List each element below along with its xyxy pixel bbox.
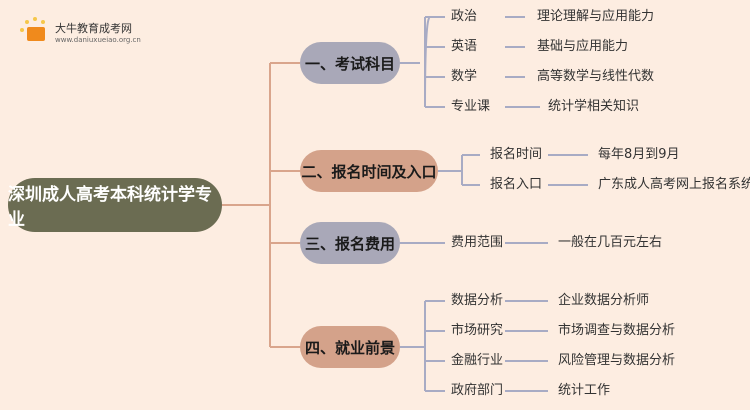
leaf-label: 政治 — [451, 9, 478, 24]
leaf-value: 企业数据分析师 — [558, 293, 650, 308]
leaf-value: 每年8月到9月 — [598, 147, 680, 162]
leaf-value: 高等数学与线性代数 — [537, 69, 655, 84]
leaf-value: 市场调查与数据分析 — [558, 323, 676, 338]
leaf-label: 数据分析 — [451, 293, 504, 308]
leaf-label: 费用范围 — [451, 235, 504, 250]
leaf-label: 英语 — [451, 39, 478, 54]
leaf-value: 一般在几百元左右 — [558, 235, 663, 250]
branch-career: 四、就业前景 — [300, 326, 400, 368]
logo-url: www.daniuxueiao.org.cn — [55, 36, 141, 44]
branch-fees: 三、报名费用 — [300, 222, 400, 264]
leaf-value: 广东成人高考网上报名系统 — [598, 177, 750, 192]
leaf-value: 基础与应用能力 — [537, 39, 629, 54]
leaf-label: 金融行业 — [451, 353, 504, 368]
leaf-value: 统计学相关知识 — [548, 99, 640, 114]
branch-registration: 二、报名时间及入口 — [300, 150, 438, 192]
root-node: 深圳成人高考本科统计学专业 — [8, 178, 222, 232]
leaf-value: 统计工作 — [558, 383, 611, 398]
branch-exam-subjects: 一、考试科目 — [300, 42, 400, 84]
leaf-label: 政府部门 — [451, 383, 504, 398]
leaf-label: 专业课 — [451, 99, 491, 114]
logo-icon — [20, 17, 45, 41]
leaf-label: 报名入口 — [490, 177, 543, 192]
leaf-label: 数学 — [451, 69, 478, 84]
logo-name: 大牛教育成考网 — [55, 22, 132, 35]
leaf-label: 市场研究 — [451, 323, 504, 338]
leaf-value: 理论理解与应用能力 — [537, 9, 655, 24]
leaf-label: 报名时间 — [490, 147, 543, 162]
leaf-value: 风险管理与数据分析 — [558, 353, 676, 368]
